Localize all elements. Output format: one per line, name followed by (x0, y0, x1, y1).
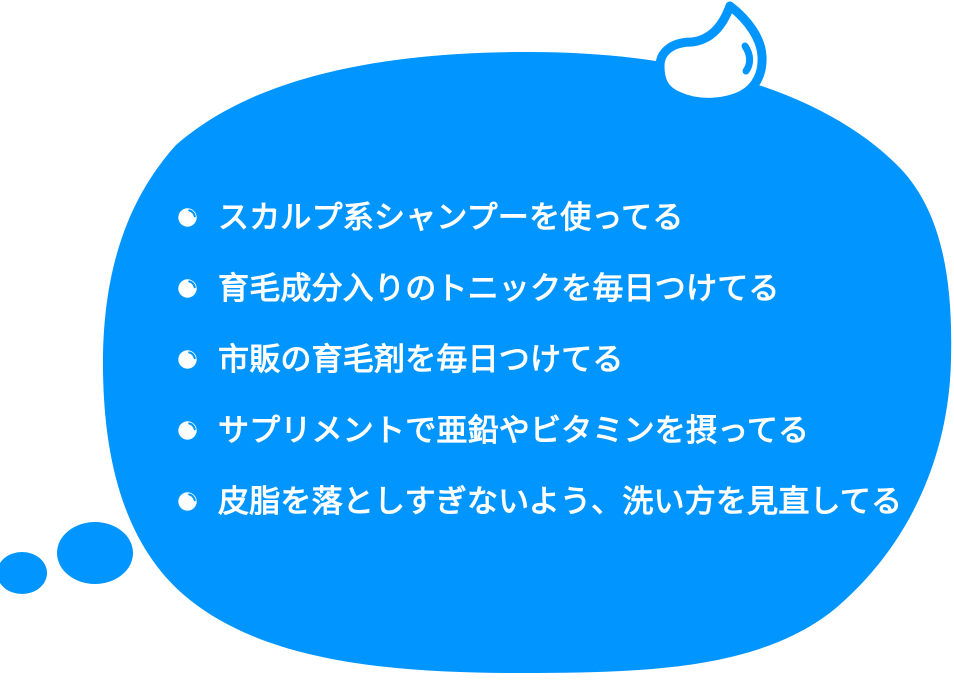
list-item-label: スカルプ系シャンプーを使ってる (218, 200, 684, 235)
glossy-dot-bullet-icon (178, 492, 197, 511)
list-item[interactable]: 市販の育毛剤を毎日つけてる (178, 324, 918, 395)
glossy-dot-bullet-icon (178, 350, 197, 369)
droplet-highlight-icon (741, 42, 754, 75)
list-item-label: サプリメントで亜鉛やビタミンを摂ってる (218, 413, 810, 448)
thought-droplet-icon (655, 1, 767, 107)
list-item[interactable]: サプリメントで亜鉛やビタミンを摂ってる (178, 395, 918, 466)
glossy-dot-bullet-icon (178, 208, 197, 227)
thought-bubble-body (102, 52, 952, 673)
list-item-label: 市販の育毛剤を毎日つけてる (218, 342, 624, 377)
list-item[interactable]: 育毛成分入りのトニックを毎日つけてる (178, 253, 918, 324)
checklist: スカルプ系シャンプーを使ってる 育毛成分入りのトニックを毎日つけてる 市販の育毛… (178, 182, 918, 537)
glossy-dot-bullet-icon (178, 279, 197, 298)
thought-dot-large-icon (57, 522, 133, 584)
glossy-dot-bullet-icon (178, 421, 197, 440)
list-item-label: 皮脂を落としすぎないよう、洗い方を見直してる (218, 484, 903, 519)
list-item[interactable]: 皮脂を落としすぎないよう、洗い方を見直してる (178, 466, 918, 537)
list-item[interactable]: スカルプ系シャンプーを使ってる (178, 182, 918, 253)
thought-dot-small-icon (0, 552, 47, 594)
list-item-label: 育毛成分入りのトニックを毎日つけてる (218, 271, 780, 306)
